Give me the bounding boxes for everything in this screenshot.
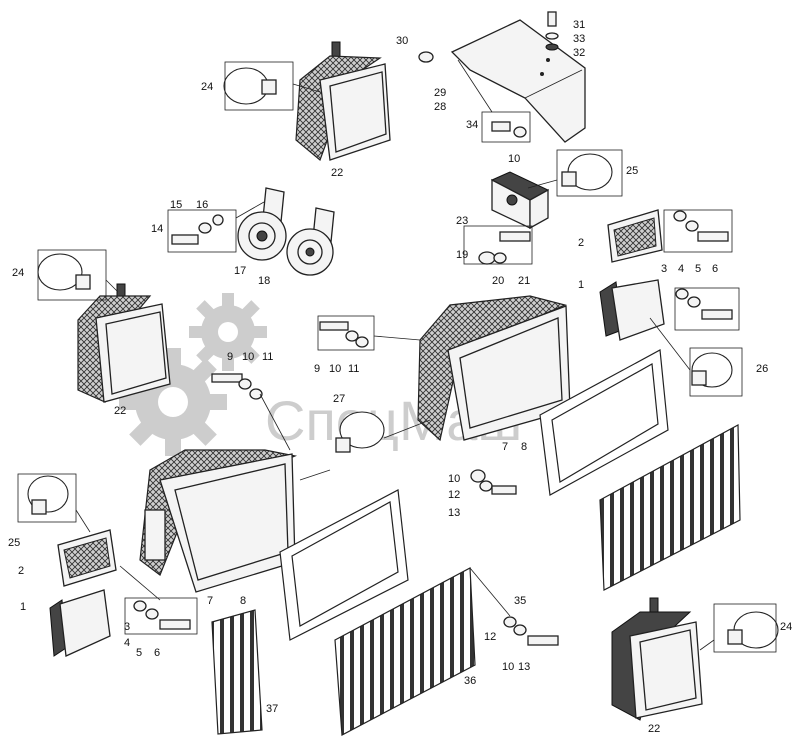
callout-label: 1 [578, 279, 584, 291]
gasket-center [279, 489, 409, 641]
callout-label: 32 [573, 47, 585, 59]
callout-label: 11 [348, 363, 359, 375]
callout-label: 22 [331, 167, 343, 179]
relay-block [490, 153, 613, 230]
callout-label: 33 [573, 33, 585, 45]
horn-assembly [171, 187, 335, 276]
callout-label: 9 [227, 351, 233, 363]
callout-label: 23 [456, 215, 468, 227]
gasket-right [539, 349, 669, 496]
callout-label: 37 [266, 703, 278, 715]
callout-label: 13 [448, 507, 460, 519]
callout-label: 26 [756, 363, 768, 375]
callout-labels: 31 33 32 30 29 28 34 10 24 22 25 23 15 1… [8, 19, 792, 735]
grille-right [599, 424, 741, 591]
callout-label: 6 [154, 647, 160, 659]
callout-label: 10 [508, 153, 520, 165]
callout-label: 25 [8, 537, 20, 549]
callout-label: 24 [201, 81, 213, 93]
headlamp-left [37, 253, 171, 403]
callout-label: 5 [695, 263, 701, 275]
fasteners [133, 210, 733, 646]
callout-label: 7 [207, 595, 213, 607]
callout-label: 8 [521, 441, 527, 453]
callout-label: 4 [124, 637, 130, 649]
callout-label: 28 [434, 101, 446, 113]
callout-label: 29 [434, 87, 446, 99]
callout-label: 3 [124, 621, 130, 633]
callout-label: 6 [712, 263, 718, 275]
marker-light-left [27, 475, 117, 657]
callout-label: 5 [136, 647, 142, 659]
callout-label: 34 [466, 119, 478, 131]
callout-label: 30 [396, 35, 408, 47]
callout-label: 15 [170, 199, 182, 211]
callout-label: 10 [329, 363, 341, 375]
lamp-housing-right [417, 295, 571, 442]
callout-label: 21 [518, 275, 530, 287]
callout-label: 27 [333, 393, 345, 405]
callout-label: 20 [492, 275, 504, 287]
callout-label: 10 [242, 351, 254, 363]
callout-label: 10 [502, 661, 514, 673]
marker-light-right-upper [607, 209, 663, 263]
headlamp-top [223, 41, 391, 162]
callout-label: 2 [18, 565, 24, 577]
lamp-housing-center [139, 449, 298, 593]
callout-label: 3 [661, 263, 667, 275]
callout-label: 9 [314, 363, 320, 375]
callout-label: 7 [502, 441, 508, 453]
connector-lines [17, 59, 777, 653]
callout-label: 1 [20, 601, 26, 613]
callout-label: 10 [448, 473, 460, 485]
mounting-bracket [418, 11, 586, 143]
callout-label: 13 [518, 661, 530, 673]
callout-label: 11 [262, 351, 273, 363]
callout-label: 22 [648, 723, 660, 735]
callout-label: 12 [448, 489, 460, 501]
callout-label: 14 [151, 223, 163, 235]
callout-label: 25 [626, 165, 638, 177]
callout-label: 31 [573, 19, 585, 31]
callout-label: 19 [456, 249, 468, 261]
callout-label: 35 [514, 595, 526, 607]
callout-label: 24 [12, 267, 24, 279]
callout-label: 17 [234, 265, 246, 277]
callout-label: 36 [464, 675, 476, 687]
callout-label: 8 [240, 595, 246, 607]
callout-label: 12 [484, 631, 496, 643]
callout-label: 2 [578, 237, 584, 249]
callout-label: 22 [114, 405, 126, 417]
headlamp-bottom-right [611, 597, 779, 721]
bulb-27 [335, 411, 385, 453]
callout-label: 4 [678, 263, 684, 275]
callout-label: 18 [258, 275, 270, 287]
grille-center [334, 567, 476, 736]
callout-label: 24 [780, 621, 792, 633]
marker-light-right [599, 279, 733, 388]
grille-left [211, 609, 263, 735]
callout-label: 16 [196, 199, 208, 211]
